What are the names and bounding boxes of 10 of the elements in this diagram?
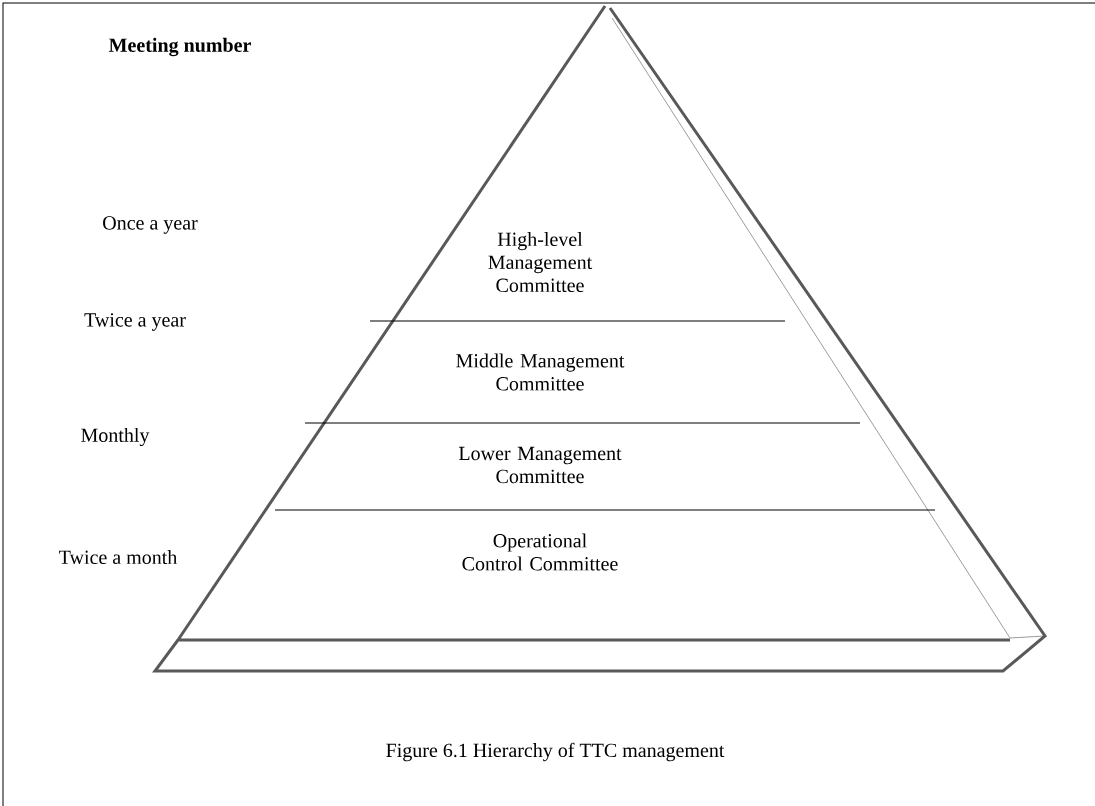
frequency-label: Twice a month xyxy=(59,549,178,565)
frequency-label: Twice a year xyxy=(84,313,186,331)
frequency-label: Once a year xyxy=(103,216,198,234)
committee-label: Lower Management Committee xyxy=(458,446,622,484)
column-heading: Meeting number xyxy=(108,37,251,57)
frequency-label: Monthly xyxy=(81,427,150,447)
committee-label: Operational Control Committee xyxy=(462,533,618,571)
committee-label: Middle Management Committee xyxy=(456,353,625,391)
figure-caption: Figure 6.1 Hierarchy of TTC management xyxy=(386,742,725,762)
committee-label: High-level Management Committee xyxy=(488,231,593,293)
